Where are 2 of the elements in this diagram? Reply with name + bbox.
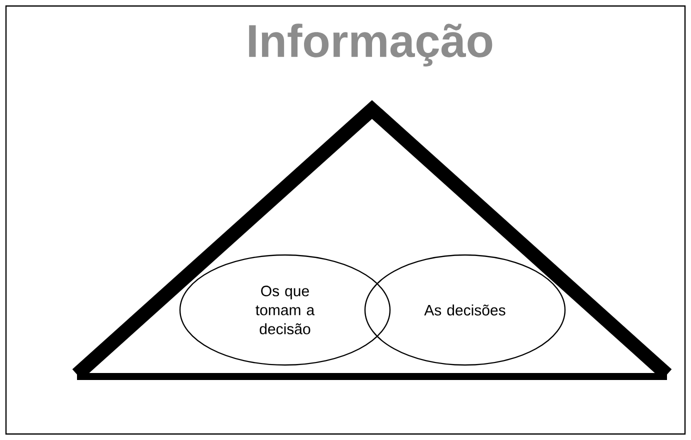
title: Informação bbox=[249, 24, 492, 66]
triangle bbox=[72, 100, 672, 380]
